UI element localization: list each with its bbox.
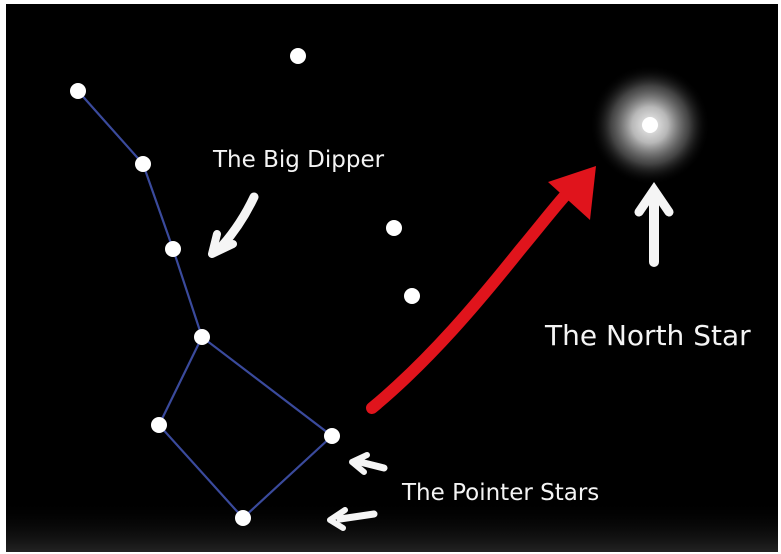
star-dipper-handle-mid (135, 156, 151, 172)
star-isolated-middle (386, 220, 402, 236)
label-pointer-stars: The Pointer Stars (401, 480, 599, 506)
star-dipper-bowl-top (194, 329, 210, 345)
label-north-star: The North Star (544, 319, 751, 352)
north-star-core (642, 117, 658, 133)
star-dipper-handle-inner (165, 241, 181, 257)
star-isolated-top (290, 48, 306, 64)
star-dipper-handle-end (70, 83, 86, 99)
label-big-dipper: The Big Dipper (212, 147, 385, 173)
star-pointer-lower (235, 510, 251, 526)
star-isolated-right (404, 288, 420, 304)
star-pointer-upper (324, 428, 340, 444)
star-dipper-bowl-left (151, 417, 167, 433)
sky-bottom-haze (6, 500, 778, 552)
north-star (590, 65, 710, 185)
